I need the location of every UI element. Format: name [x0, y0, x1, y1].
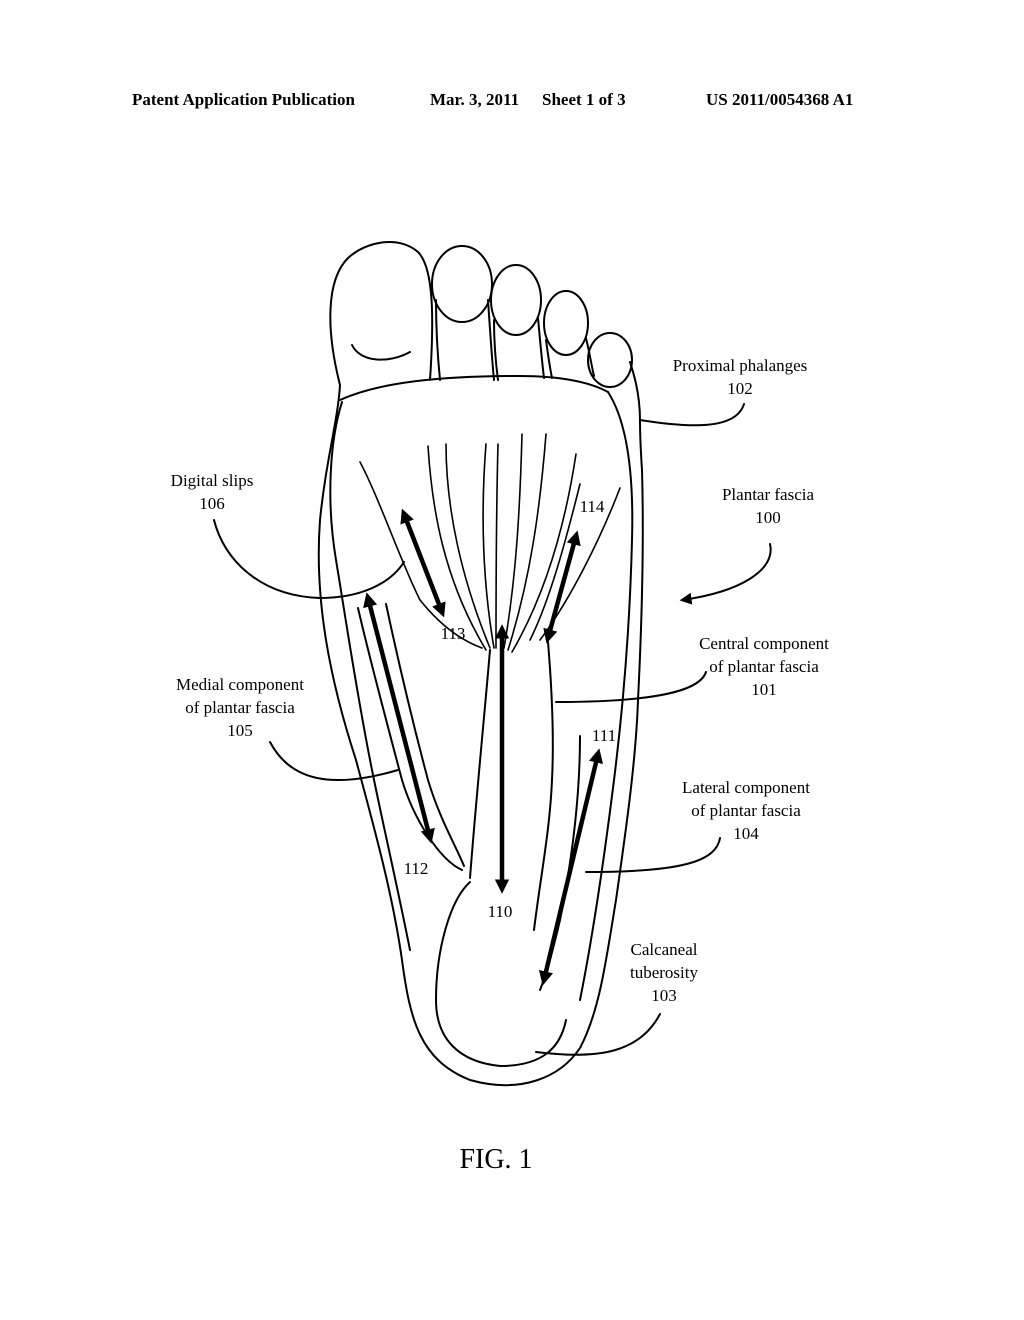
arrow-111 — [539, 748, 603, 986]
label-arrow-111: 111 — [592, 726, 616, 745]
label-arrow-112: 112 — [404, 859, 429, 878]
plantar-fascia-outline — [329, 391, 634, 1001]
label-plantar-fascia: Plantar fascia — [722, 485, 814, 504]
label-lateral-component-ref: 104 — [733, 824, 759, 843]
leader-101 — [555, 671, 707, 703]
arrow-113 — [400, 508, 446, 618]
fourth-toe-base — [545, 337, 595, 379]
label-arrow-113: 113 — [441, 624, 466, 643]
leader-106 — [213, 519, 405, 599]
big-toe-nail — [351, 344, 411, 361]
fifth-toe — [587, 332, 633, 388]
arrow-114 — [543, 530, 581, 644]
medial-band-left — [357, 607, 463, 871]
leader-104 — [585, 837, 721, 873]
label-calcaneal-2: tuberosity — [630, 963, 698, 982]
central-band-left — [469, 649, 491, 879]
label-central-component-1: Central component — [699, 634, 829, 653]
page-header: Patent Application Publication Mar. 3, 2… — [132, 90, 892, 114]
leader-105 — [269, 741, 399, 781]
header-publication-number: US 2011/0054368 A1 — [706, 90, 854, 109]
leader-100 — [679, 543, 772, 605]
label-central-component-2: of plantar fascia — [709, 657, 819, 676]
label-plantar-fascia-ref: 100 — [755, 508, 781, 527]
label-lateral-component-1: Lateral component — [682, 778, 810, 797]
leader-103 — [535, 1013, 661, 1056]
third-toe — [490, 264, 542, 336]
heel-pad — [435, 881, 567, 1067]
label-lateral-component-2: of plantar fascia — [691, 801, 801, 820]
toes-group — [329, 241, 641, 421]
fifth-toe-base — [629, 361, 641, 421]
label-medial-component-1: Medial component — [176, 675, 304, 694]
second-toe — [431, 245, 493, 323]
fourth-toe — [543, 290, 589, 356]
label-calcaneal-ref: 103 — [651, 986, 677, 1005]
arrow-112 — [363, 592, 435, 844]
label-digital-slips: Digital slips — [171, 471, 254, 490]
digital-slips-lines — [359, 433, 621, 653]
label-central-component-ref: 101 — [751, 680, 777, 699]
header-sheet: Sheet 1 of 3 — [542, 90, 626, 109]
figure-caption: FIG. 1 — [459, 1144, 532, 1175]
metatarsal-ball-line — [339, 375, 609, 401]
label-arrow-114: 114 — [580, 497, 605, 516]
label-medial-component-2: of plantar fascia — [185, 698, 295, 717]
label-digital-slips-ref: 106 — [199, 494, 225, 513]
foot-outline — [317, 384, 644, 1087]
big-toe — [329, 241, 434, 386]
leader-102 — [639, 403, 745, 427]
label-arrow-110: 110 — [488, 902, 513, 921]
central-band-right — [533, 641, 554, 931]
header-date: Mar. 3, 2011 — [430, 90, 520, 109]
label-proximal-phalanges: Proximal phalanges — [673, 356, 808, 375]
label-proximal-phalanges-ref: 102 — [727, 379, 753, 398]
second-toe-base — [435, 299, 495, 381]
label-medial-component-ref: 105 — [227, 721, 253, 740]
label-calcaneal-1: Calcaneal — [630, 940, 697, 959]
header-publication: Patent Application Publication — [132, 90, 355, 109]
